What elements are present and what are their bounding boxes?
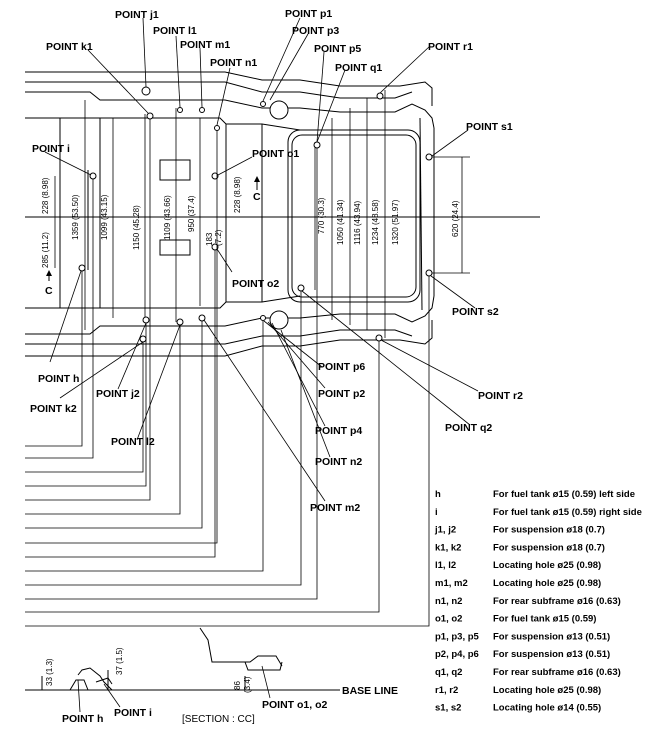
section-cc-title: [SECTION : CC] bbox=[182, 714, 255, 725]
base-line-label: BASE LINE bbox=[342, 685, 398, 697]
legend-key: i bbox=[435, 507, 438, 518]
legend-key: p1, p3, p5 bbox=[435, 631, 480, 642]
label-point-q1: POINT q1 bbox=[335, 62, 382, 74]
legend-description: Locating hole ø25 (0.98) bbox=[493, 560, 601, 571]
label-point-p4: POINT p4 bbox=[315, 425, 362, 437]
legend-key: m1, m2 bbox=[435, 578, 468, 589]
label-point-l2: POINT l2 bbox=[111, 436, 155, 448]
label-point-o1: POINT o1 bbox=[252, 148, 299, 160]
dim-1150: 1150 (45.28) bbox=[132, 205, 141, 250]
dim-1234: 1234 (48.58) bbox=[371, 199, 380, 245]
label-point-j2: POINT j2 bbox=[96, 388, 140, 400]
legend-key: n1, n2 bbox=[435, 596, 462, 607]
dim-285: 285 (11.2) bbox=[41, 232, 50, 268]
section-cc-detail bbox=[25, 627, 340, 691]
section-point-h: POINT h bbox=[62, 713, 103, 725]
legend-description: For fuel tank ø15 (0.59) left side bbox=[493, 489, 635, 500]
section-point-o: POINT o1, o2 bbox=[262, 699, 328, 711]
point-labels: POINT j1 POINT l1 POINT m1 POINT k1 POIN… bbox=[30, 8, 523, 514]
section-dim-86: 86 bbox=[233, 681, 242, 690]
label-point-q2: POINT q2 bbox=[445, 422, 492, 434]
section-c-markers: C C bbox=[45, 176, 261, 297]
legend-description: For fuel tank ø15 (0.59) right side bbox=[493, 507, 642, 518]
label-point-s2: POINT s2 bbox=[452, 306, 499, 318]
label-point-l1: POINT l1 bbox=[153, 25, 197, 37]
legend-description: For fuel tank ø15 (0.59) bbox=[493, 614, 596, 625]
label-point-k1: POINT k1 bbox=[46, 41, 93, 53]
leader-lines bbox=[44, 17, 479, 502]
legend-key: r1, r2 bbox=[435, 685, 458, 696]
extension-lines bbox=[25, 119, 430, 627]
dim-1359: 1359 (53.50) bbox=[71, 194, 80, 240]
legend-key: q1, q2 bbox=[435, 667, 462, 678]
floor-outline bbox=[25, 71, 435, 357]
label-point-s1: POINT s1 bbox=[466, 121, 513, 133]
label-point-j1: POINT j1 bbox=[115, 9, 159, 21]
legend-description: For rear subframe ø16 (0.63) bbox=[493, 667, 621, 678]
legend-description: For suspension ø18 (0.7) bbox=[493, 542, 605, 553]
dim-7-2: (7.2) bbox=[214, 229, 223, 246]
legend-description: For suspension ø18 (0.7) bbox=[493, 525, 605, 536]
label-point-p5: POINT p5 bbox=[314, 43, 361, 55]
dimension-lines bbox=[54, 90, 470, 338]
label-point-p6: POINT p6 bbox=[318, 361, 365, 373]
dim-228-left: 228 (8.98) bbox=[41, 177, 50, 214]
dim-228-right: 228 (8.98) bbox=[233, 176, 242, 213]
label-point-p3: POINT p3 bbox=[292, 25, 339, 37]
legend-description: Locating hole ø25 (0.98) bbox=[493, 685, 601, 696]
section-c-mark-bottom: C bbox=[45, 285, 53, 297]
section-dim-37: 37 (1.5) bbox=[115, 647, 124, 675]
legend-description: Locating hole ø14 (0.55) bbox=[493, 703, 601, 714]
dim-183: 183 bbox=[205, 232, 214, 246]
legend-key: o1, o2 bbox=[435, 614, 462, 625]
label-point-p1: POINT p1 bbox=[285, 8, 332, 20]
dim-770: 770 (30.3) bbox=[317, 197, 326, 234]
section-dim-3-4: (3.4) bbox=[243, 676, 252, 693]
label-point-m2: POINT m2 bbox=[310, 502, 360, 514]
label-point-h: POINT h bbox=[38, 373, 79, 385]
dim-1099: 1099 (43.15) bbox=[100, 194, 109, 240]
label-point-k2: POINT k2 bbox=[30, 403, 77, 415]
legend-description: Locating hole ø25 (0.98) bbox=[493, 578, 601, 589]
label-point-r1: POINT r1 bbox=[428, 41, 473, 53]
label-point-r2: POINT r2 bbox=[478, 390, 523, 402]
label-point-m1: POINT m1 bbox=[180, 39, 230, 51]
legend-key: s1, s2 bbox=[435, 703, 461, 714]
dim-1050: 1050 (41.34) bbox=[336, 199, 345, 245]
dim-1109: 1109 (43.66) bbox=[163, 195, 172, 240]
legend-description: For suspension ø13 (0.51) bbox=[493, 649, 610, 660]
dimension-labels: 228 (8.98) 285 (11.2) 1359 (53.50) 1099 … bbox=[41, 176, 460, 268]
dim-1116: 1116 (43.94) bbox=[353, 200, 362, 245]
label-point-o2: POINT o2 bbox=[232, 278, 279, 290]
legend-key: h bbox=[435, 489, 441, 500]
legend-key: p2, p4, p6 bbox=[435, 649, 479, 660]
section-dim-33: 33 (1.3) bbox=[45, 658, 54, 686]
reference-holes bbox=[78, 86, 433, 343]
label-point-n1: POINT n1 bbox=[210, 57, 257, 69]
section-c-mark-top: C bbox=[253, 191, 261, 203]
label-point-p2: POINT p2 bbox=[318, 388, 365, 400]
section-point-i: POINT i bbox=[114, 707, 152, 719]
dim-620: 620 (24.4) bbox=[451, 200, 460, 237]
label-point-n2: POINT n2 bbox=[315, 456, 362, 468]
legend-description: For suspension ø13 (0.51) bbox=[493, 631, 610, 642]
dim-1320: 1320 (51.97) bbox=[391, 199, 400, 245]
dim-950: 950 (37.4) bbox=[187, 195, 196, 232]
legend-key: k1, k2 bbox=[435, 542, 461, 553]
legend-key: j1, j2 bbox=[434, 525, 456, 536]
label-point-i: POINT i bbox=[32, 143, 70, 155]
section-cc-labels: 33 (1.3) 37 (1.5) 86 (3.4) POINT h POINT… bbox=[45, 647, 398, 725]
legend-description: For rear subframe ø16 (0.63) bbox=[493, 596, 621, 607]
legend-key: l1, l2 bbox=[435, 560, 456, 571]
